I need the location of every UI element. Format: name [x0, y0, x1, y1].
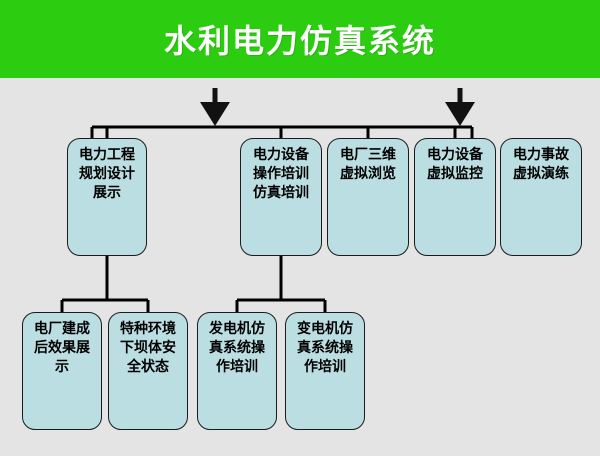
- node-line: 电力设备: [253, 147, 309, 163]
- node-line: 全状态: [127, 359, 169, 375]
- node-plant-completion-effect-display[interactable]: 电厂建成 后效果展 示: [22, 312, 102, 430]
- node-line: 电厂三维: [340, 147, 396, 163]
- node-line: 虚拟监控: [427, 166, 483, 182]
- node-line: 操作培训: [253, 166, 309, 182]
- node-transformer-simulation-training[interactable]: 变电机仿 真系统操 作培训: [285, 312, 365, 430]
- node-line: 变电机仿: [297, 321, 353, 337]
- node-power-equipment-operation-training[interactable]: 电力设备 操作培训 仿真培训: [240, 138, 322, 256]
- node-line: 虚拟浏览: [340, 166, 396, 182]
- node-line: 电力设备: [427, 147, 483, 163]
- node-power-equipment-virtual-monitoring[interactable]: 电力设备 虚拟监控: [414, 138, 496, 256]
- node-line: 真系统操: [297, 340, 353, 356]
- node-line: 作培训: [216, 359, 258, 375]
- node-line: 电厂建成: [34, 321, 90, 337]
- inlet-arrow-right: [445, 88, 475, 126]
- node-line: 虚拟演练: [513, 166, 569, 182]
- node-line: 电力事故: [513, 147, 569, 163]
- inlet-arrow-left: [200, 88, 230, 126]
- node-line: 作培训: [304, 359, 346, 375]
- node-line: 展示: [93, 185, 121, 201]
- node-special-environment-dam-safety[interactable]: 特种环境 下坝体安 全状态: [108, 312, 188, 430]
- node-generator-simulation-training[interactable]: 发电机仿 真系统操 作培训: [197, 312, 277, 430]
- node-line: 发电机仿: [209, 321, 265, 337]
- node-power-accident-virtual-drill[interactable]: 电力事故 虚拟演练: [500, 138, 582, 256]
- node-plant-3d-virtual-tour[interactable]: 电厂三维 虚拟浏览: [327, 138, 409, 256]
- node-line: 仿真培训: [253, 185, 309, 201]
- node-line: 特种环境: [120, 321, 176, 337]
- node-line: 电力工程: [79, 147, 135, 163]
- node-line: 示: [55, 359, 69, 375]
- node-line: 后效果展: [34, 340, 90, 356]
- node-power-engineering-planning[interactable]: 电力工程 规划设计 展示: [67, 138, 147, 256]
- title-banner: 水利电力仿真系统: [0, 0, 600, 78]
- node-line: 规划设计: [79, 166, 135, 182]
- node-line: 下坝体安: [120, 340, 176, 356]
- page-title: 水利电力仿真系统: [163, 22, 436, 60]
- node-line: 真系统操: [209, 340, 265, 356]
